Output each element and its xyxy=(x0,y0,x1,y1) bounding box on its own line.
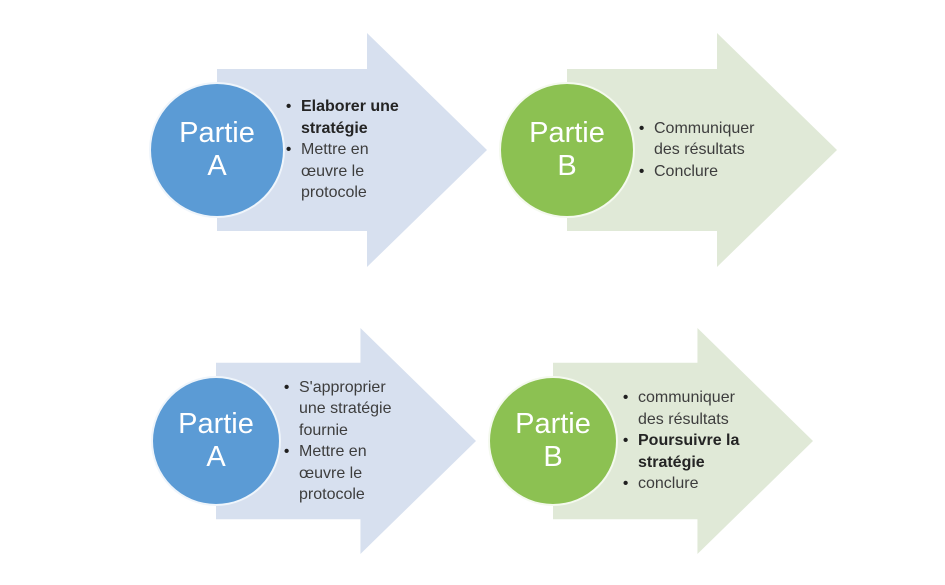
arrow-shape xyxy=(553,328,813,554)
arrow-shape xyxy=(217,33,487,267)
bullet-dot: • xyxy=(623,389,629,407)
party-circle: Partie B xyxy=(488,376,618,506)
bullet-text: Elaborer une stratégie xyxy=(301,98,399,137)
bullet-text: Conclure xyxy=(654,162,719,180)
bullet-list: • Elaborer une stratégie • Mettre en œuv… xyxy=(286,33,458,267)
bullet-item: • Conclure xyxy=(639,161,811,183)
party-circle: Partie A xyxy=(149,82,285,218)
bullet-item: • Communiquer des résultats xyxy=(639,118,811,161)
bullet-dot: • xyxy=(639,162,645,180)
arrow-shape xyxy=(567,33,837,267)
bullet-item: • Elaborer une stratégie xyxy=(286,96,458,139)
process-unit-bottom-left: Partie A • S'approprier une stratégie fo… xyxy=(151,328,476,554)
bullet-item: • Mettre en œuvre le protocole xyxy=(286,139,458,204)
arrow-shape xyxy=(216,328,476,554)
bullet-text: conclure xyxy=(638,475,699,493)
right-arrow-polygon xyxy=(553,328,813,554)
party-label: Partie B xyxy=(529,117,605,182)
bullet-text: Poursuivre la stratégie xyxy=(638,432,740,471)
bullet-list: • communiquer des résultats • Poursuivre… xyxy=(623,328,791,554)
right-arrow-polygon xyxy=(567,33,837,267)
bullet-dot: • xyxy=(284,378,290,396)
bullet-item: • conclure xyxy=(623,473,791,495)
bullet-text: Mettre en œuvre le protocole xyxy=(301,141,369,202)
party-label: Partie A xyxy=(178,408,254,473)
process-unit-bottom-right: Partie B • communiquer des résultats • P… xyxy=(488,328,813,554)
bullet-dot: • xyxy=(286,141,292,159)
right-arrow-polygon xyxy=(216,328,476,554)
bullet-text: Mettre en œuvre le protocole xyxy=(299,443,367,503)
bullet-text: communiquer des résultats xyxy=(638,389,735,428)
process-unit-top-right: Partie B • Communiquer des résultats • C… xyxy=(499,33,837,267)
bullet-item: • Poursuivre la stratégie xyxy=(623,430,791,473)
right-arrow-polygon xyxy=(217,33,487,267)
bullet-item: • S'approprier une stratégie fournie xyxy=(284,377,452,442)
bullet-list: • S'approprier une stratégie fournie • M… xyxy=(284,328,452,554)
bullet-text: S'approprier une stratégie fournie xyxy=(299,378,392,439)
bullet-item: • communiquer des résultats xyxy=(623,387,791,430)
party-circle: Partie A xyxy=(151,376,281,506)
bullet-dot: • xyxy=(286,98,292,116)
bullet-dot: • xyxy=(623,432,629,450)
bullet-dot: • xyxy=(639,119,645,137)
bullet-dot: • xyxy=(284,443,290,460)
party-label: Partie A xyxy=(179,117,255,182)
bullet-item: • Mettre en œuvre le protocole xyxy=(284,441,452,506)
bullet-dot: • xyxy=(623,475,629,493)
party-label: Partie B xyxy=(515,408,591,473)
bullet-list: • Communiquer des résultats • Conclure xyxy=(639,33,811,267)
bullet-text: Communiquer des résultats xyxy=(654,119,755,159)
process-unit-top-left: Partie A • Elaborer une stratégie • Mett… xyxy=(149,33,487,267)
party-circle: Partie B xyxy=(499,82,635,218)
